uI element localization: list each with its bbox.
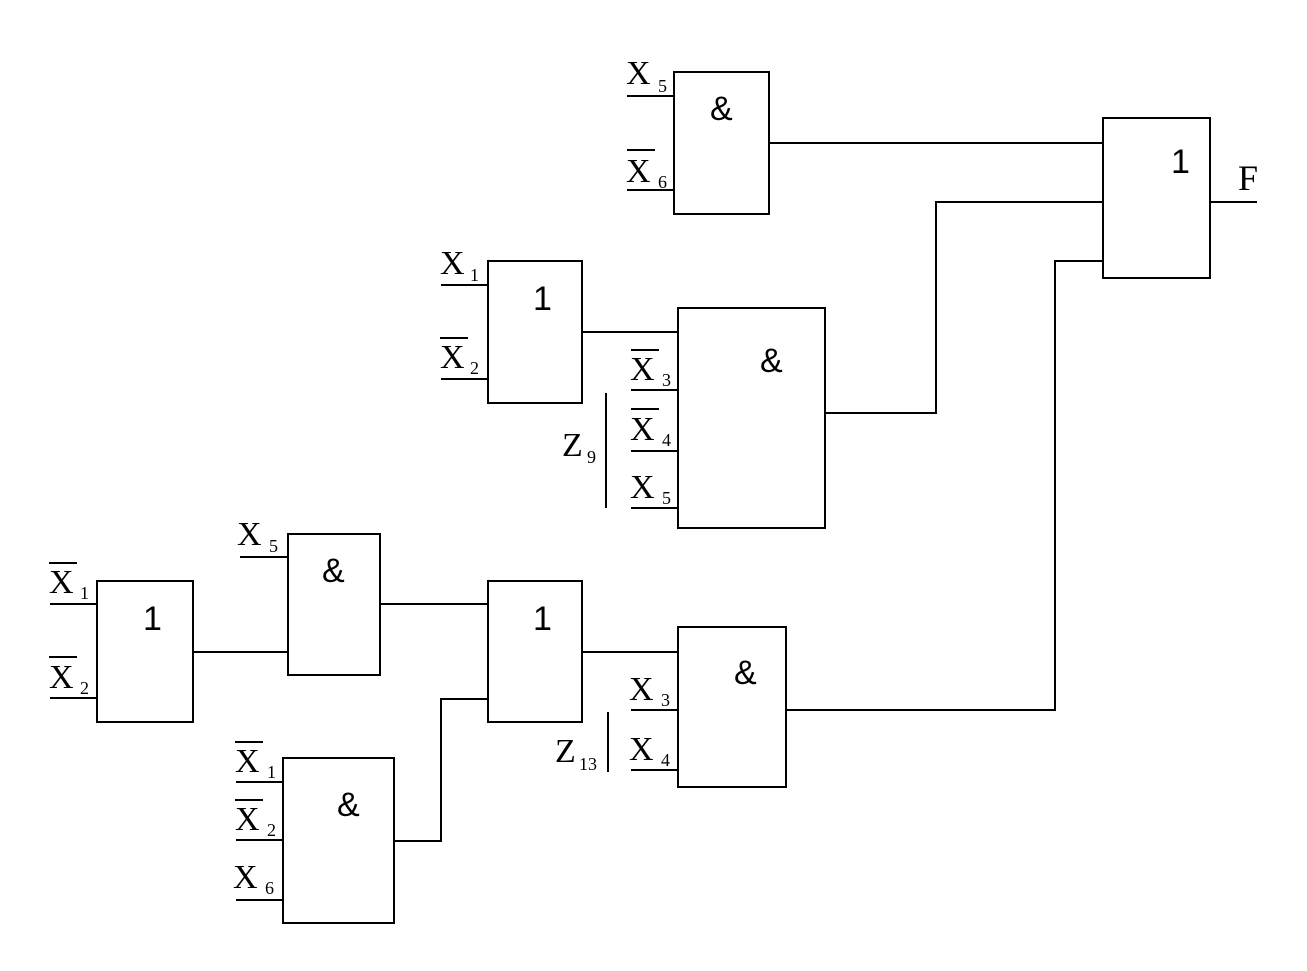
- gate-symbol: 1: [143, 600, 162, 638]
- wire-and-z13-to-or: [786, 260, 1103, 711]
- var-letter: X: [49, 564, 74, 601]
- gate-and-x5-x6: &: [673, 71, 770, 215]
- gate-and-z13: &: [677, 626, 787, 788]
- var-letter: X: [630, 469, 655, 506]
- group-index: 9: [587, 447, 596, 467]
- var-index: 2: [470, 358, 479, 378]
- label-left-nx1: X 1: [49, 562, 89, 603]
- label-top-nx6: X 6: [626, 149, 667, 192]
- gate-and-bottom: &: [282, 757, 395, 924]
- label-bot-nx1: X 1: [235, 741, 276, 782]
- wire-and-bottom-to-or-mid: [394, 698, 488, 842]
- var-letter: X: [630, 411, 655, 448]
- label-bot-x6: X 6: [233, 859, 274, 898]
- var-index: 5: [658, 76, 667, 96]
- gate-symbol: &: [322, 552, 345, 590]
- var-letter: X: [440, 339, 465, 376]
- var-letter: X: [629, 671, 654, 708]
- var-letter: X: [440, 245, 465, 282]
- gate-or-left: 1: [96, 580, 194, 723]
- gate-symbol: &: [760, 342, 783, 380]
- gate-symbol: 1: [1171, 143, 1190, 181]
- label-z9-x5: X 5: [630, 469, 671, 508]
- wire-and-z9-to-or: [825, 201, 1103, 414]
- var-index: 2: [80, 678, 89, 698]
- var-index: 6: [265, 878, 274, 898]
- label-bot-nx2: X 2: [235, 799, 276, 840]
- label-mid-x1: X 1: [440, 245, 479, 285]
- label-z9-nx3: X 3: [630, 349, 671, 390]
- label-group-z13: Z 13: [555, 733, 597, 774]
- var-index: 1: [470, 265, 479, 285]
- var-index: 6: [658, 172, 667, 192]
- var-letter: X: [626, 55, 651, 92]
- var-letter: X: [235, 801, 260, 838]
- var-letter: X: [49, 659, 74, 696]
- gate-or-mid: 1: [487, 580, 583, 723]
- gate-and-x5-mid: &: [287, 533, 381, 676]
- label-z9-nx4: X 4: [630, 408, 671, 450]
- var-index: 2: [267, 820, 276, 840]
- gate-symbol: 1: [533, 280, 552, 318]
- var-index: 4: [662, 430, 671, 450]
- label-z13-x3: X 3: [629, 671, 670, 710]
- var-index: 5: [662, 488, 671, 508]
- var-index: 4: [661, 750, 670, 770]
- label-and-x5: X 5: [237, 516, 278, 556]
- var-letter: X: [237, 516, 262, 553]
- var-letter: X: [630, 351, 655, 388]
- gate-symbol: &: [337, 786, 360, 824]
- gate-or-output: 1: [1102, 117, 1211, 279]
- var-letter: X: [235, 743, 260, 780]
- group-letter: Z: [562, 427, 583, 464]
- var-letter: X: [629, 731, 654, 768]
- var-letter: X: [626, 153, 651, 190]
- label-z13-x4: X 4: [629, 731, 670, 770]
- var-index: 1: [267, 762, 276, 782]
- var-index: 3: [661, 690, 670, 710]
- label-left-nx2: X 2: [49, 656, 89, 698]
- gate-and-z9: &: [677, 307, 826, 529]
- group-index: 13: [579, 754, 597, 774]
- var-index: 1: [80, 583, 89, 603]
- wires: [50, 95, 1257, 901]
- gate-symbol: &: [710, 90, 733, 128]
- var-index: 3: [662, 370, 671, 390]
- group-letter: Z: [555, 733, 576, 770]
- var-index: 5: [269, 536, 278, 556]
- output-label-f: F: [1238, 158, 1258, 198]
- label-group-z9: Z 9: [562, 427, 596, 467]
- gate-symbol: 1: [533, 600, 552, 638]
- label-top-x5: X 5: [626, 55, 667, 96]
- label-mid-nx2: X 2: [440, 337, 479, 378]
- gate-or-x1-x2: 1: [487, 260, 583, 404]
- var-letter: X: [233, 859, 258, 896]
- gate-symbol: &: [734, 654, 757, 692]
